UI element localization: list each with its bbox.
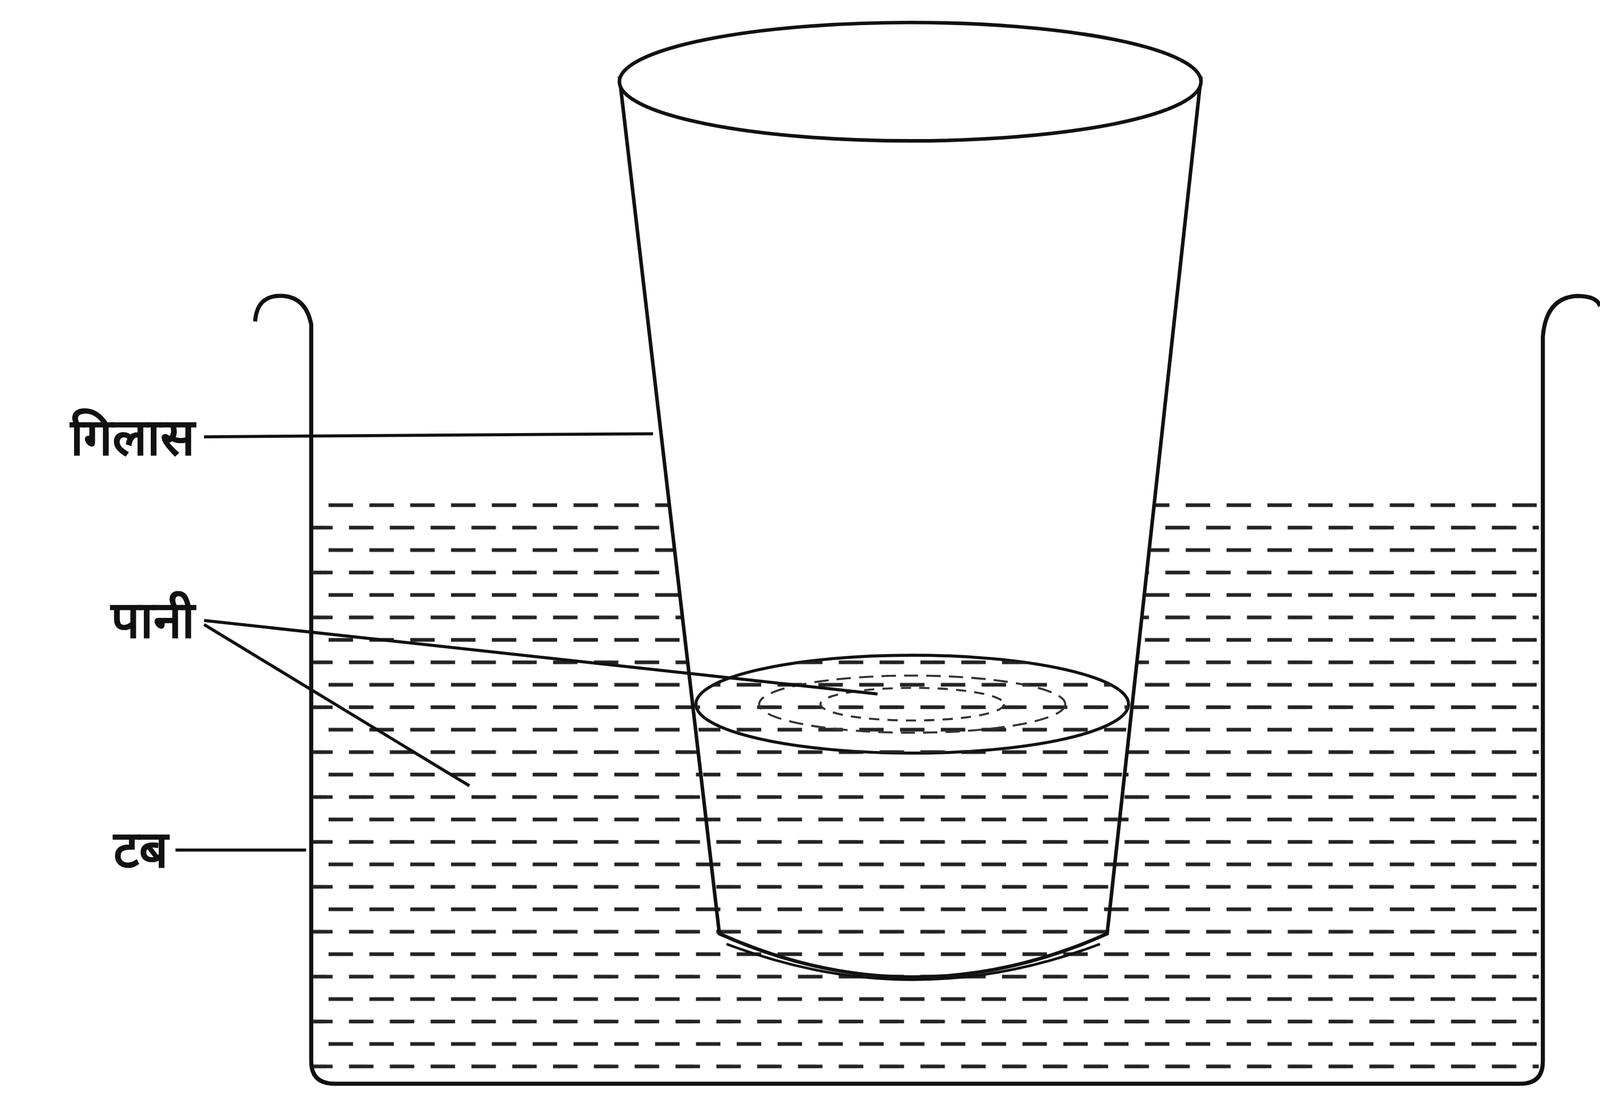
part-label: पानी: [107, 589, 199, 651]
water-surface-in-glass: [696, 655, 1129, 754]
part-label: गिलास: [67, 406, 199, 469]
ripple: [820, 687, 1004, 721]
leader-line: [175, 848, 307, 852]
glass-interior: [619, 76, 1202, 978]
leader-line: [203, 620, 878, 695]
leader-line: [203, 433, 653, 437]
leader-line: [203, 624, 470, 787]
water-surface-pattern: [696, 655, 1129, 754]
ripple: [758, 675, 1066, 733]
glass-rim: [619, 22, 1202, 141]
glass-base: [726, 943, 1100, 980]
tub-outline: [255, 295, 1600, 1084]
glass-outline: [619, 76, 1202, 978]
part-label: टब: [110, 819, 172, 881]
